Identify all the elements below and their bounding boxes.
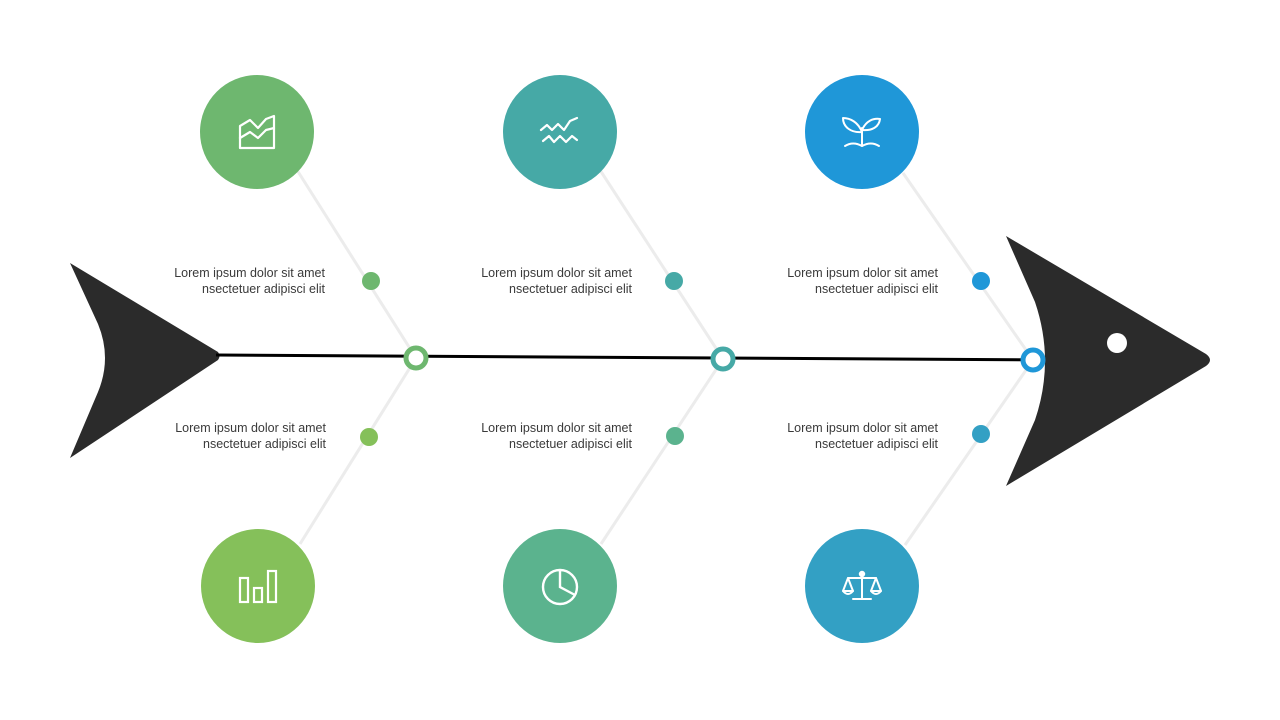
fish-eye — [1107, 333, 1127, 353]
label-1-bottom: Lorem ipsum dolor sit amet nsectetuer ad… — [96, 420, 326, 452]
fish-head — [1006, 236, 1210, 486]
bone-3-bottom — [903, 359, 1035, 546]
fish-tail — [70, 263, 220, 458]
label-3-top: Lorem ipsum dolor sit amet nsectetuer ad… — [708, 265, 938, 297]
bone-2-bottom — [599, 358, 725, 545]
joint-node-1 — [403, 345, 429, 371]
label-1-top: Lorem ipsum dolor sit amet nsectetuer ad… — [95, 265, 325, 297]
label-3-bottom-line2: nsectetuer adipisci elit — [815, 437, 938, 451]
label-3-top-line2: nsectetuer adipisci elit — [815, 282, 938, 296]
label-dot-1-top — [362, 272, 380, 290]
balance-scale-icon — [842, 570, 882, 600]
label-3-bottom-line1: Lorem ipsum dolor sit amet — [787, 421, 938, 435]
label-dot-1-bottom — [360, 428, 378, 446]
area-chart-icon — [238, 114, 276, 150]
category-circle-1-bottom — [201, 529, 315, 643]
category-circle-2-top — [503, 75, 617, 189]
label-1-bottom-line2: nsectetuer adipisci elit — [203, 437, 326, 451]
label-1-top-line2: nsectetuer adipisci elit — [202, 282, 325, 296]
label-3-bottom: Lorem ipsum dolor sit amet nsectetuer ad… — [708, 420, 938, 452]
spine — [215, 353, 1061, 362]
label-1-bottom-line1: Lorem ipsum dolor sit amet — [175, 421, 326, 435]
bone-1-bottom — [298, 357, 418, 545]
bone-3-top — [901, 172, 1035, 361]
label-2-top-line2: nsectetuer adipisci elit — [509, 282, 632, 296]
label-2-top-line1: Lorem ipsum dolor sit amet — [481, 266, 632, 280]
joint-node-3 — [1020, 347, 1046, 373]
pie-chart-icon — [541, 568, 579, 606]
bone-1-top — [295, 169, 418, 359]
label-2-bottom-line1: Lorem ipsum dolor sit amet — [481, 421, 632, 435]
label-2-top: Lorem ipsum dolor sit amet nsectetuer ad… — [402, 265, 632, 297]
label-1-top-line1: Lorem ipsum dolor sit amet — [174, 266, 325, 280]
joint-node-2 — [710, 346, 736, 372]
label-dot-2-bottom — [666, 427, 684, 445]
sprout-icon — [842, 117, 881, 147]
label-dot-2-top — [665, 272, 683, 290]
label-dot-3-top — [972, 272, 990, 290]
label-dot-3-bottom — [972, 425, 990, 443]
category-circle-1-top — [200, 75, 314, 189]
label-2-bottom-line2: nsectetuer adipisci elit — [509, 437, 632, 451]
bar-chart-icon — [238, 569, 278, 604]
zigzag-trend-icon — [539, 116, 579, 144]
label-3-top-line1: Lorem ipsum dolor sit amet — [787, 266, 938, 280]
bone-2-top — [598, 169, 725, 360]
bones — [295, 169, 1035, 546]
label-2-bottom: Lorem ipsum dolor sit amet nsectetuer ad… — [402, 420, 632, 452]
